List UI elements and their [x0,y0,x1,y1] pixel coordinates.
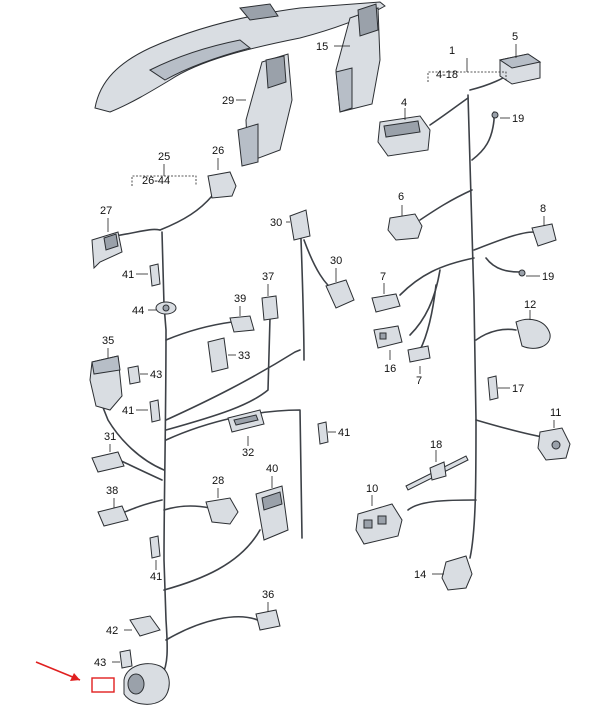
connector-32 [227,409,265,433]
callout-25-range: 26-44 [142,175,170,187]
ground-pin-19a [491,111,499,119]
connector-12 [515,318,551,349]
clip-42 [129,615,161,637]
callout-42: 42 [106,625,118,637]
callout-26: 26 [212,145,224,157]
callout-33: 33 [238,350,250,362]
callout-19b: 19 [542,271,554,283]
callout-38: 38 [106,485,118,497]
callout-1: 1 [449,45,455,57]
clip-41d [149,535,161,559]
connector-38 [97,505,129,527]
connector-7b [407,345,431,363]
callout-7b: 7 [416,375,422,387]
connector-26 [207,171,237,199]
callout-43b: 43 [94,657,106,669]
highlight-arrow [35,661,115,693]
callout-41d: 41 [150,571,162,583]
callout-17: 17 [512,383,524,395]
connector-14 [441,555,473,591]
callout-41a: 41 [122,269,134,281]
clip-41a [149,263,161,287]
highlight-box [91,677,115,693]
bracket-27 [91,231,123,270]
clip-43a [127,365,141,385]
ground-pin-19b [518,269,526,277]
callout-7a: 7 [380,271,386,283]
callout-16: 16 [384,363,396,375]
connector-37 [261,295,279,321]
callout-40: 40 [266,463,278,475]
callout-19a: 19 [512,113,524,125]
callout-44: 44 [132,305,144,317]
connector-10 [355,503,403,545]
clip-17 [487,375,499,401]
callout-39: 39 [234,293,246,305]
callout-18: 18 [430,439,442,451]
callout-35: 35 [102,335,114,347]
callout-37: 37 [262,271,274,283]
callout-30b: 30 [330,255,342,267]
connector-28 [205,497,239,525]
connector-31 [91,451,125,473]
connector-30a [289,209,311,241]
connector-55 [123,663,170,705]
callout-10: 10 [366,483,378,495]
callout-25: 25 [158,151,170,163]
cable-tie-18 [405,455,469,491]
connector-36 [255,609,281,631]
callout-6: 6 [398,191,404,203]
relay-35 [89,355,123,411]
connector-5 [498,53,542,85]
callout-28: 28 [212,475,224,487]
callout-8: 8 [540,203,546,215]
grommet-44 [155,301,177,315]
callout-36: 36 [262,589,274,601]
clip-43b [119,649,133,669]
connector-33 [207,337,229,373]
callout-32: 32 [242,447,254,459]
callout-5: 5 [512,31,518,43]
callout-1-range: 4-18 [436,69,458,81]
callout-27: 27 [100,205,112,217]
callout-30a: 30 [270,217,282,229]
connector-30b [325,279,355,309]
callout-41b: 41 [122,405,134,417]
callout-29: 29 [222,95,234,107]
callout-11: 11 [550,407,561,419]
connector-11 [537,427,571,461]
clip-41c [317,421,329,445]
group-bracket-1 [427,58,507,82]
callout-41c: 41 [338,427,350,439]
callout-labels: 1 4-18 5 4 19 6 8 19 7 12 16 7 17 11 18 … [94,31,561,669]
left-harness-wires [99,195,337,676]
connector-4 [377,115,431,157]
callout-4: 4 [401,97,407,109]
connector-39 [229,315,255,333]
connector-6 [387,213,423,241]
connector-16 [373,325,403,349]
callout-15: 15 [316,41,328,53]
callout-43a: 43 [150,369,162,381]
callout-14: 14 [414,569,426,581]
clip-41b [149,399,161,423]
pillar-trim-29 [237,53,293,167]
callout-31: 31 [104,431,116,443]
group-bracket-25 [131,164,197,186]
connector-40 [255,485,289,541]
connector-7a [371,293,401,313]
callout-12: 12 [524,299,536,311]
connector-8 [531,223,557,247]
callout-leaders [107,44,555,663]
pillar-trim-15 [335,3,381,113]
